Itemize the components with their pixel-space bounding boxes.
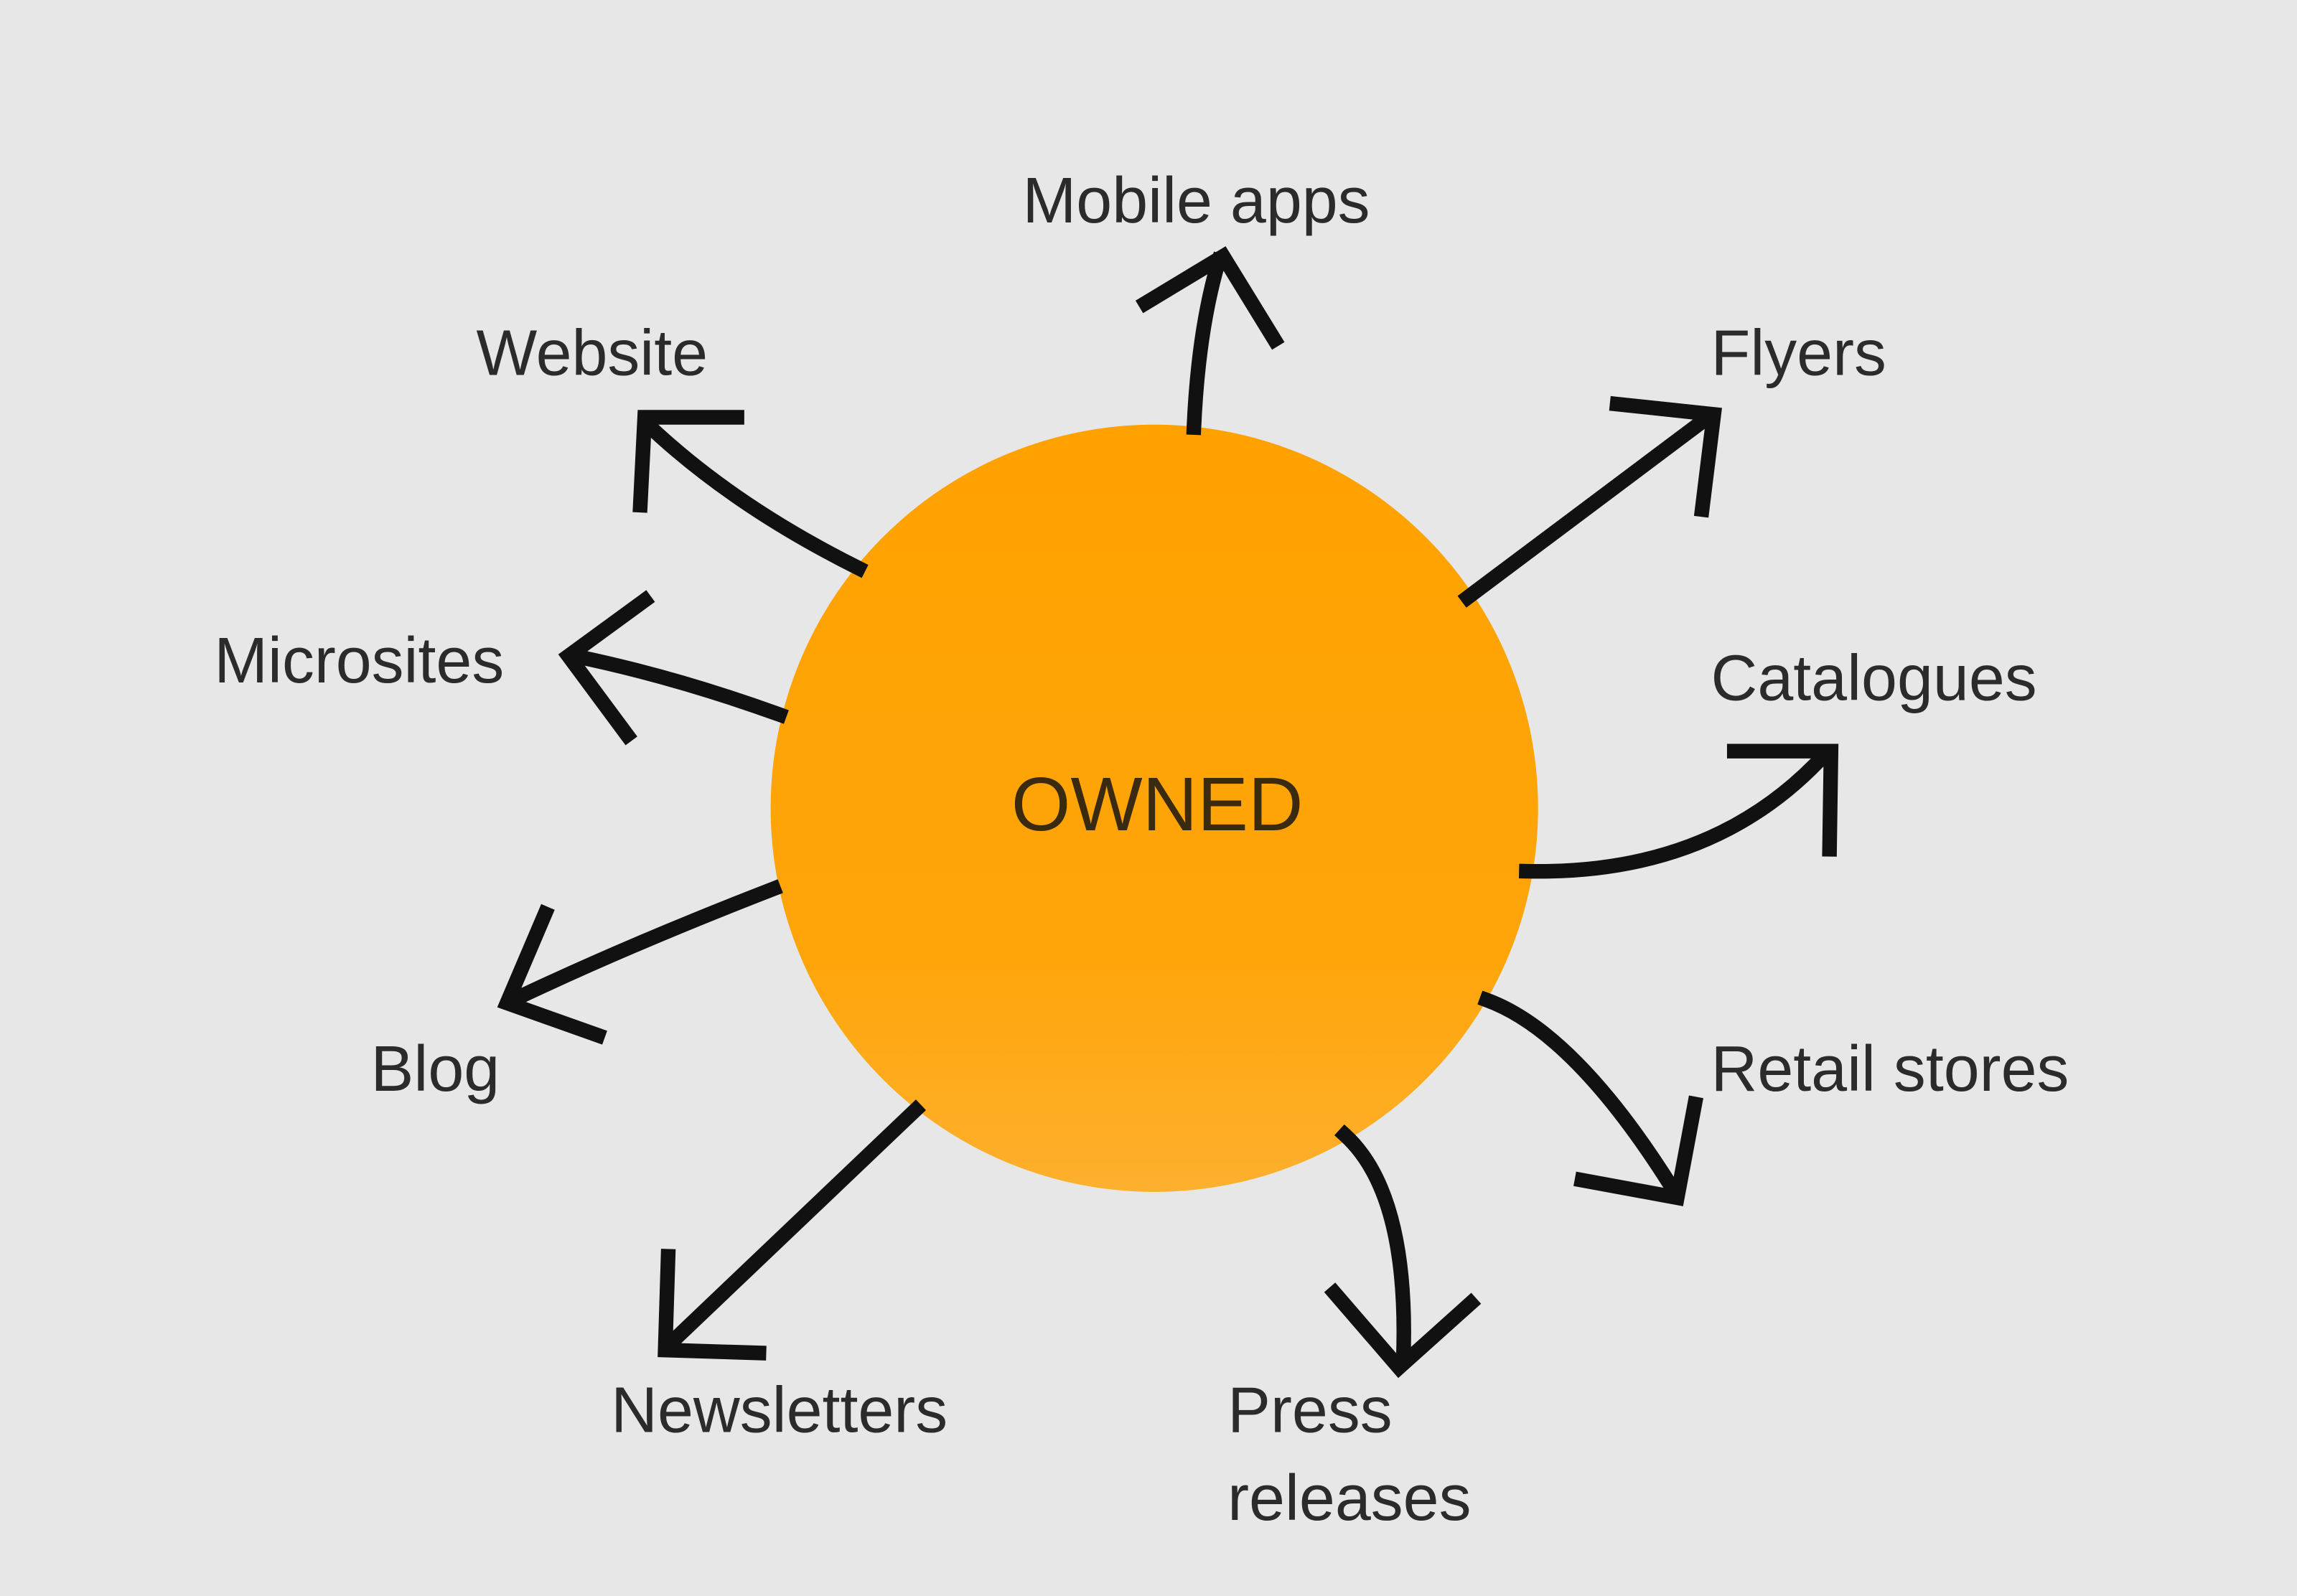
arrow-newsletters: [658, 1099, 927, 1361]
label-releases: releases: [1227, 1463, 1471, 1534]
owned-circle: [770, 424, 1538, 1192]
arrow-mobile-apps: [1135, 246, 1285, 436]
arrow-retail-stores: [1477, 990, 1703, 1206]
arrow-microsites: [558, 590, 789, 746]
arrow-flyers: [1457, 395, 1722, 608]
label-microsites: Microsites: [214, 625, 504, 697]
label-newsletters: Newsletters: [611, 1374, 948, 1446]
center-label: OWNED: [1011, 762, 1304, 847]
arrow-catalogues: [1518, 743, 1839, 879]
arrow-website: [632, 410, 869, 578]
arrow-blog: [497, 879, 783, 1045]
label-blog: Blog: [371, 1033, 500, 1105]
label-press: Press: [1227, 1374, 1392, 1446]
label-retail-stores: Retail stores: [1711, 1033, 2069, 1105]
label-flyers: Flyers: [1711, 317, 1886, 389]
arrow-press-releases: [1324, 1124, 1482, 1379]
label-mobile-apps: Mobile apps: [1023, 165, 1370, 237]
label-catalogues: Catalogues: [1711, 642, 2037, 714]
label-website: Website: [476, 317, 708, 389]
